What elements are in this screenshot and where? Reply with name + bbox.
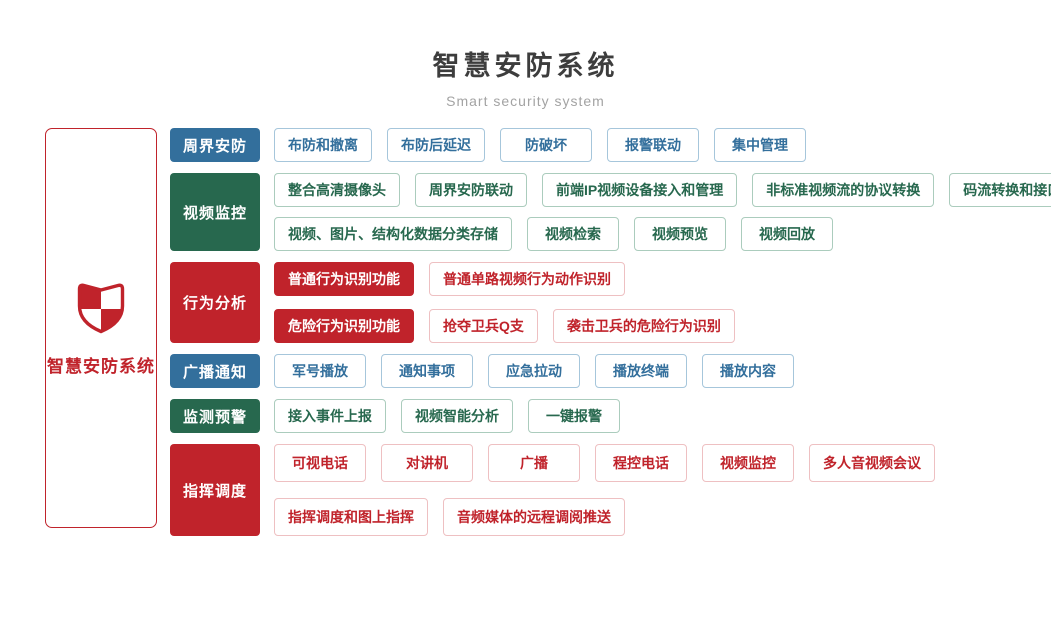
feature-chip: 多人音视频会议 [809,444,935,482]
feature-chip: 危险行为识别功能 [274,309,414,343]
feature-chip: 普通行为识别功能 [274,262,414,296]
feature-chip: 对讲机 [381,444,473,482]
feature-chip: 视频、图片、结构化数据分类存储 [274,217,512,251]
diagram: 智慧安防系统 周界安防布防和撤离布防后延迟防破坏报警联动集中管理视频监控整合高清… [45,128,1051,536]
section-list: 周界安防布防和撤离布防后延迟防破坏报警联动集中管理视频监控整合高清摄像头周界安防… [170,128,1051,536]
feature-chip: 前端IP视频设备接入和管理 [542,173,738,207]
page-subtitle: Smart security system [446,93,605,109]
feature-chip: 布防后延迟 [387,128,485,162]
chip-line: 布防和撤离布防后延迟防破坏报警联动集中管理 [274,128,806,162]
side-panel-label: 智慧安防系统 [47,356,155,376]
feature-chip: 可视电话 [274,444,366,482]
section-row: 行为分析普通行为识别功能普通单路视频行为动作识别危险行为识别功能抢夺卫兵Q支袭击… [170,262,1051,343]
feature-chip: 视频回放 [741,217,833,251]
feature-chip: 程控电话 [595,444,687,482]
section-row: 监测预警接入事件上报视频智能分析一键报警 [170,399,1051,433]
feature-chip: 整合高清摄像头 [274,173,400,207]
section-lines: 整合高清摄像头周界安防联动前端IP视频设备接入和管理非标准视频流的协议转换码流转… [274,173,1051,251]
chip-line: 整合高清摄像头周界安防联动前端IP视频设备接入和管理非标准视频流的协议转换码流转… [274,173,1051,207]
chip-line: 接入事件上报视频智能分析一键报警 [274,399,620,433]
section-lines: 布防和撤离布防后延迟防破坏报警联动集中管理 [274,128,806,162]
feature-chip: 一键报警 [528,399,620,433]
page-title: 智慧安防系统 [432,51,619,81]
section-row: 视频监控整合高清摄像头周界安防联动前端IP视频设备接入和管理非标准视频流的协议转… [170,173,1051,251]
feature-chip: 播放终端 [595,354,687,388]
feature-chip: 视频预览 [634,217,726,251]
feature-chip: 非标准视频流的协议转换 [752,173,935,207]
section-row: 指挥调度可视电话对讲机广播程控电话视频监控多人音视频会议指挥调度和图上指挥音频媒… [170,444,1051,536]
side-panel: 智慧安防系统 [45,128,157,528]
section-lines: 可视电话对讲机广播程控电话视频监控多人音视频会议指挥调度和图上指挥音频媒体的远程… [274,444,935,536]
shield-check-icon [72,280,130,339]
page-header: 智慧安防系统 Smart security system [0,0,1051,109]
feature-chip: 普通单路视频行为动作识别 [429,262,625,296]
feature-chip: 布防和撤离 [274,128,372,162]
section-header: 行为分析 [170,262,260,343]
chip-line: 视频、图片、结构化数据分类存储视频检索视频预览视频回放 [274,217,1051,251]
section-lines: 接入事件上报视频智能分析一键报警 [274,399,620,433]
chip-line: 指挥调度和图上指挥音频媒体的远程调阅推送 [274,498,935,536]
feature-chip: 广播 [488,444,580,482]
section-row: 广播通知军号播放通知事项应急拉动播放终端播放内容 [170,354,1051,388]
chip-line: 危险行为识别功能抢夺卫兵Q支袭击卫兵的危险行为识别 [274,309,735,343]
chip-line: 普通行为识别功能普通单路视频行为动作识别 [274,262,735,296]
section-header: 广播通知 [170,354,260,388]
section-header: 监测预警 [170,399,260,433]
section-header: 周界安防 [170,128,260,162]
feature-chip: 报警联动 [607,128,699,162]
feature-chip: 视频监控 [702,444,794,482]
section-header: 指挥调度 [170,444,260,536]
feature-chip: 指挥调度和图上指挥 [274,498,428,536]
feature-chip: 通知事项 [381,354,473,388]
chip-line: 军号播放通知事项应急拉动播放终端播放内容 [274,354,794,388]
feature-chip: 应急拉动 [488,354,580,388]
feature-chip: 播放内容 [702,354,794,388]
section-row: 周界安防布防和撤离布防后延迟防破坏报警联动集中管理 [170,128,1051,162]
section-lines: 普通行为识别功能普通单路视频行为动作识别危险行为识别功能抢夺卫兵Q支袭击卫兵的危… [274,262,735,343]
feature-chip: 音频媒体的远程调阅推送 [443,498,625,536]
feature-chip: 军号播放 [274,354,366,388]
feature-chip: 集中管理 [714,128,806,162]
feature-chip: 抢夺卫兵Q支 [429,309,538,343]
feature-chip: 周界安防联动 [415,173,527,207]
feature-chip: 码流转换和接口转换 [949,173,1051,207]
section-lines: 军号播放通知事项应急拉动播放终端播放内容 [274,354,794,388]
feature-chip: 袭击卫兵的危险行为识别 [552,309,735,343]
chip-line: 可视电话对讲机广播程控电话视频监控多人音视频会议 [274,444,935,482]
section-header: 视频监控 [170,173,260,251]
feature-chip: 防破坏 [500,128,592,162]
feature-chip: 接入事件上报 [274,399,386,433]
feature-chip: 视频智能分析 [401,399,513,433]
feature-chip: 视频检索 [527,217,619,251]
